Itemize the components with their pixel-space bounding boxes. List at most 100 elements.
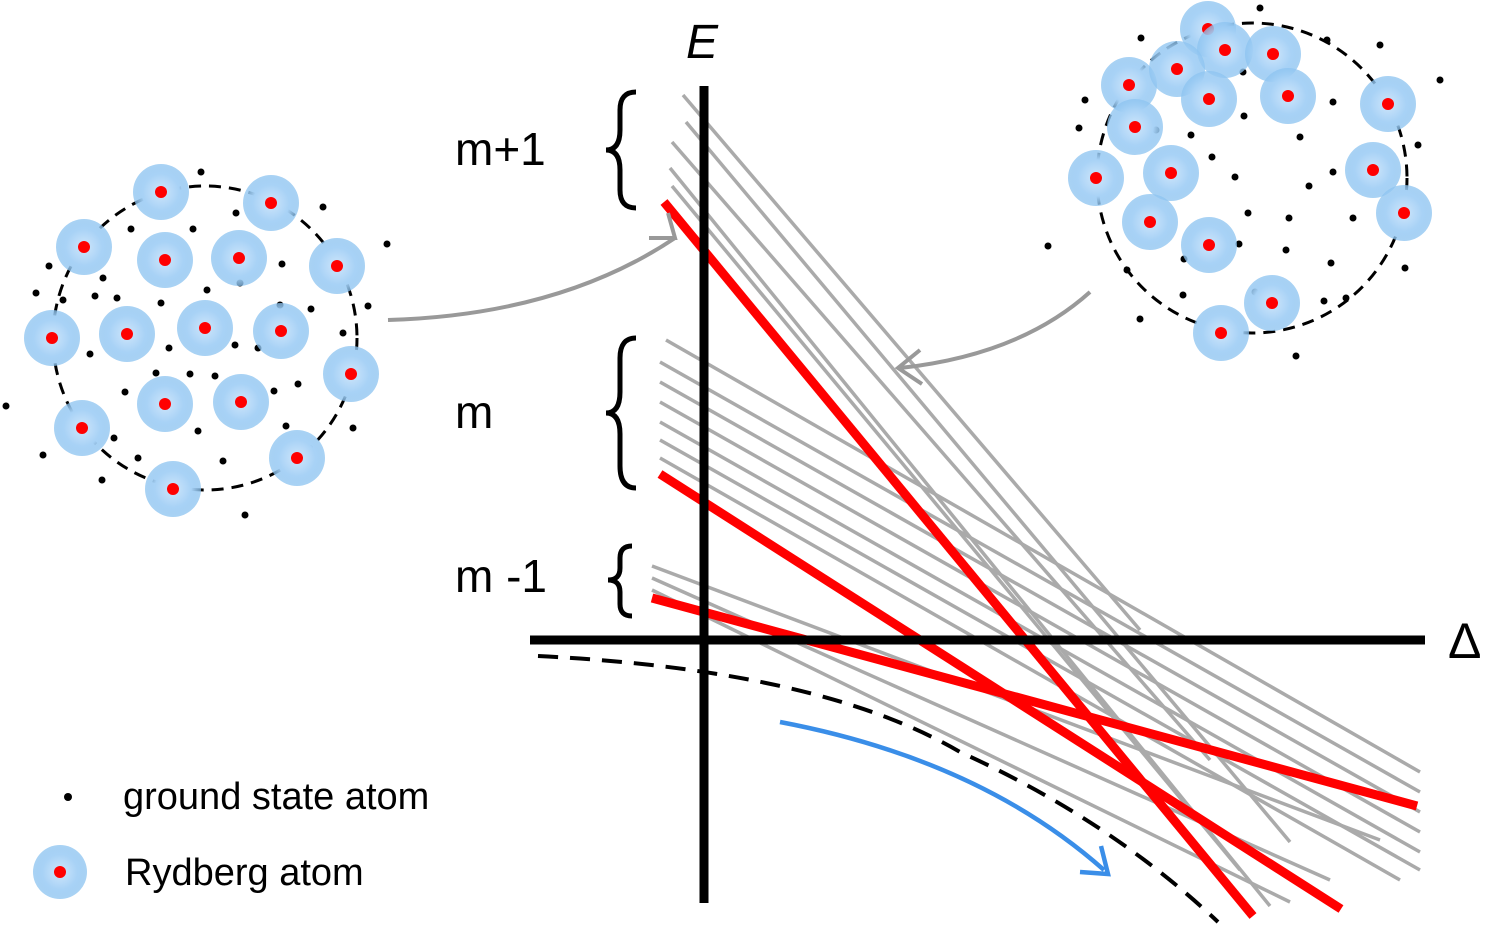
ground-state-atom [1285,214,1293,222]
energy-axis-label: E [686,16,719,69]
pointer-arrow-left [387,236,677,322]
ground-state-atom [1401,264,1409,272]
ground-state-atom [270,387,278,395]
ground-state-atom [211,372,219,380]
ground-state-atom [1137,34,1145,42]
brace-icon [607,543,633,619]
rydberg-atom [1203,93,1215,105]
rydberg-atom [199,322,211,334]
red-level-line [650,593,1419,811]
ground-state-atom [1081,96,1089,104]
rydberg-atom [331,260,343,272]
rydberg-atom [1171,63,1183,75]
rydberg-atom [159,398,171,410]
rydberg-atom [291,452,303,464]
band-label-m-minus-1: m -1 [455,550,547,602]
ground-state-atom [1296,133,1304,141]
gray-level-line [670,140,1212,762]
ground-state-atom [339,329,347,337]
ground-state-atom [121,388,129,396]
ground-state-atom [39,451,47,459]
ground-state-atom [197,168,205,176]
ground-state-atom [189,225,197,233]
ground-state-atom [1123,266,1131,274]
brace-icon [605,89,637,211]
ground-state-atom [1349,214,1357,222]
ground-state-atom [307,305,315,313]
sweep-arrow-head [1079,845,1111,877]
legend-ground-label: ground state atom [123,776,429,818]
rydberg-atom [121,328,133,340]
ground-state-atom [1282,246,1290,254]
band-label-m-plus-1: m+1 [455,123,546,175]
ground-state-atom [1075,124,1083,132]
ground-state-atom [186,370,194,378]
ground-state-atom [241,511,249,519]
ground-state-atom [1414,141,1422,149]
rydberg-atom [78,241,90,253]
ground-state-atom [1044,242,1052,250]
pointer-arrow-right [899,290,1092,370]
ground-state-atom [113,294,121,302]
rydberg-atom [265,197,277,209]
rydberg-atom [1267,48,1279,60]
rydberg-atom [345,368,357,380]
pointer-arrow-right-head [894,348,924,386]
legend-rydberg-label: Rydberg atom [125,852,364,894]
ground-state-atom [1235,240,1243,248]
ground-state-atom [364,302,372,310]
rydberg-atom [1266,297,1278,309]
ground-state-atom [45,262,53,270]
ground-state-atom [1376,41,1384,49]
red-energy-levels [650,199,1419,919]
ground-state-atom [294,380,302,388]
rydberg-atom [1398,207,1410,219]
ground-state-atom [1320,297,1328,305]
ground-state-atom [1305,182,1313,190]
ground-state-atom [219,457,227,465]
gray-level-line [665,338,1421,774]
sweep-arrow [779,719,1106,872]
ground-state-atom [127,225,135,233]
rydberg-atom [1382,98,1394,110]
rydberg-atom [155,186,167,198]
ground-state-atom [98,476,106,484]
rydberg-atom [1282,90,1294,102]
detuning-axis-label: Δ [1448,613,1481,669]
ground-state-atom [99,274,107,282]
ground-state-atom [1231,173,1239,181]
ground-state-atom [1329,98,1337,106]
gray-level-line [659,400,1421,834]
rydberg-atom [233,252,245,264]
rydberg-atom [76,422,88,434]
ground-state-atom [349,424,357,432]
gray-energy-levels [651,93,1421,908]
ground-state-atom [231,341,239,349]
ground-state-atom [232,209,240,217]
ground-state-atom [152,369,160,377]
brace-icon [605,335,637,491]
gray-level-line [659,456,1401,882]
red-level-line [660,199,1257,919]
pointer-arrow-left-head [649,212,678,240]
ground-state-atom [203,286,211,294]
rydberg-atom [1144,216,1156,228]
ground-state-atom [282,422,290,430]
gray-level-line [659,380,1421,814]
ground-state-atom [1342,294,1350,302]
ground-state-atom [1436,76,1444,84]
rydberg-atom [275,325,287,337]
ground-state-atom [194,427,202,435]
ground-state-atom [134,454,142,462]
ground-state-atom [1244,209,1252,217]
rydberg-atom [46,332,58,344]
ground-state-atom [1240,112,1248,120]
gray-level-line [681,93,1142,632]
atom-ensemble-left [2,164,391,519]
rydberg-atom-icon [54,866,66,878]
ground-state-atom [32,289,40,297]
rydberg-atom [1219,44,1231,56]
rydberg-atom [167,483,179,495]
